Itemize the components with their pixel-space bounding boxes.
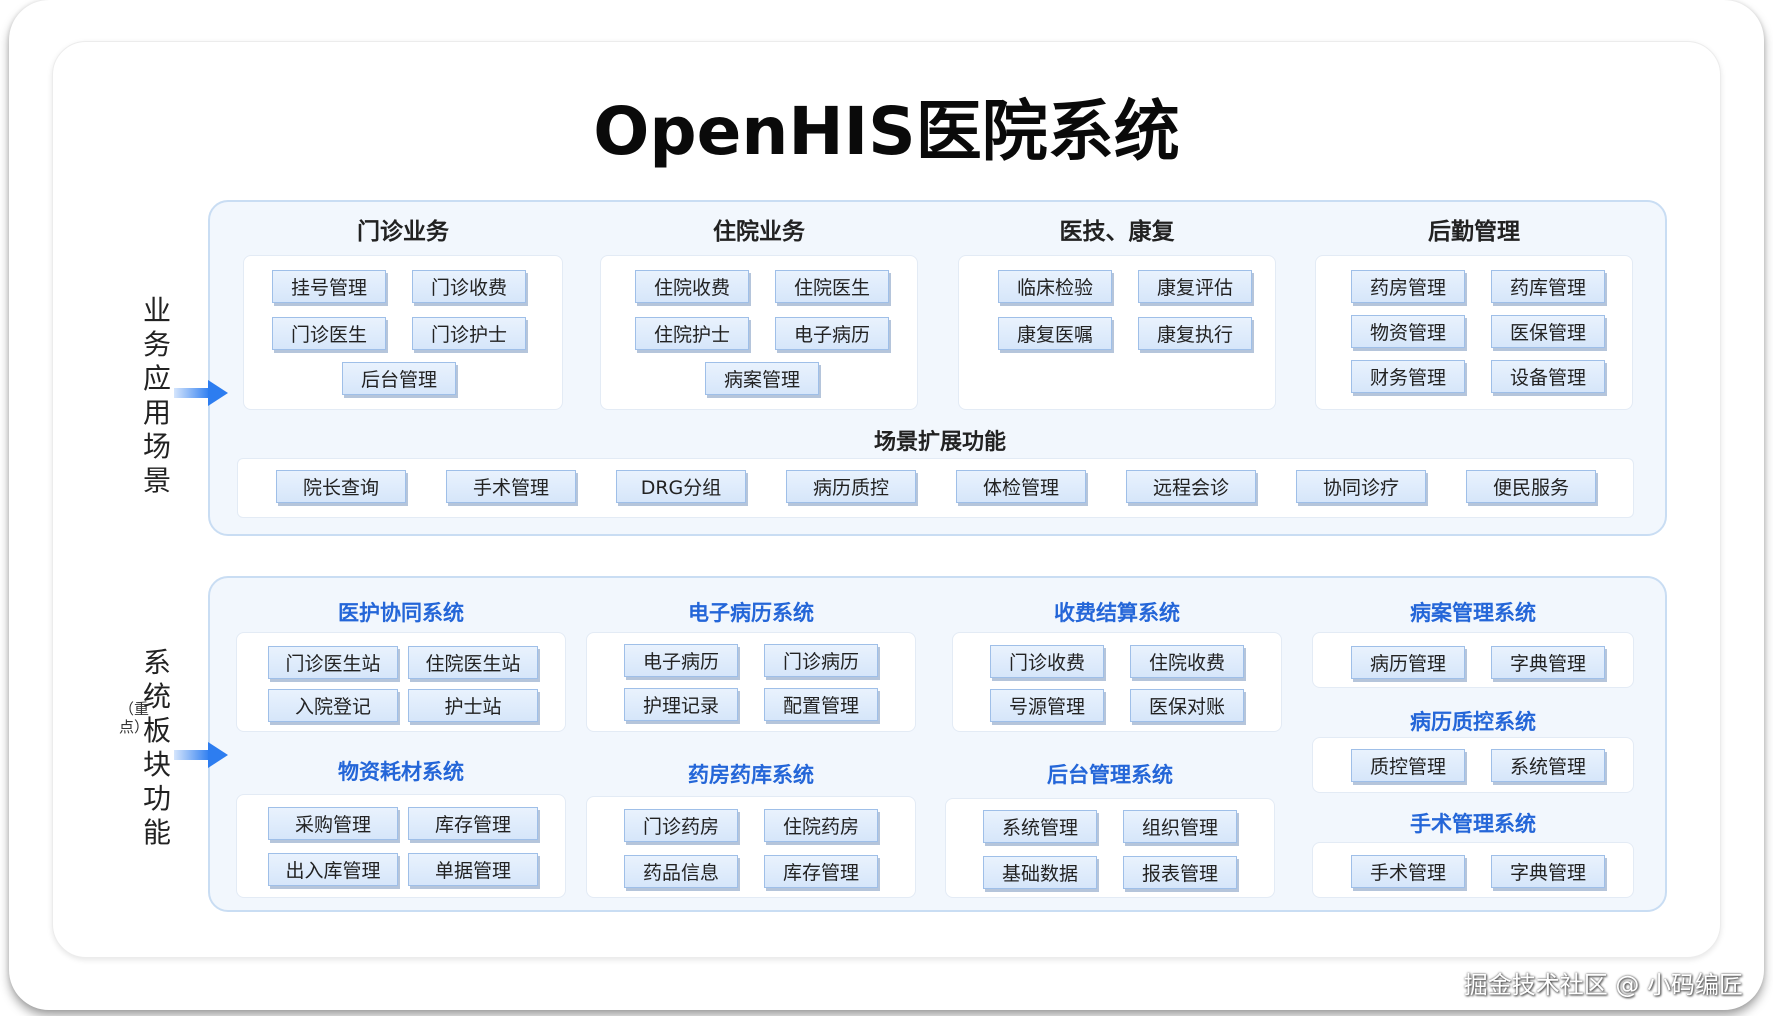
system-title-pharmacy: 药房药库系统 (688, 763, 814, 787)
system-title-backend: 后台管理系统 (1047, 763, 1173, 787)
chip-record-management: 病历管理 (1351, 646, 1465, 679)
chip-qc-management: 质控管理 (1351, 749, 1465, 782)
chip-configuration: 配置管理 (764, 688, 878, 721)
chip-outpatient-charge: 门诊收费 (990, 645, 1104, 678)
chip-rehab-orders: 康复医嘱 (998, 317, 1112, 350)
chip-surgery: 手术管理 (1351, 855, 1465, 888)
chip-outpatient-pharmacy: 门诊药房 (624, 809, 738, 842)
modules-side-note: （重点） (119, 700, 150, 736)
system-title-emr: 电子病历系统 (688, 601, 814, 625)
chip-checkup: 体检管理 (956, 470, 1086, 503)
system-title-collab: 医护协同系统 (338, 601, 464, 625)
system-title-materials: 物资耗材系统 (338, 760, 464, 784)
chip-outpatient-nurse: 门诊护士 (412, 317, 526, 350)
chip-outpatient-doctor-station: 门诊医生站 (268, 646, 398, 679)
business-side-label: 业务应用场景 (142, 294, 171, 497)
chip-inpatient-charge: 住院收费 (1130, 645, 1244, 678)
system-title-billing: 收费结算系统 (1054, 601, 1180, 625)
chip-drug-store: 药库管理 (1491, 270, 1605, 303)
chip-drug-info: 药品信息 (624, 855, 738, 888)
chip-outpatient-billing: 门诊收费 (412, 270, 526, 303)
chip-outpatient-record: 门诊病历 (764, 644, 878, 677)
chip-materials: 物资管理 (1351, 315, 1465, 348)
chip-inpatient-pharmacy: 住院药房 (764, 809, 878, 842)
chip-remote-consult: 远程会诊 (1126, 470, 1256, 503)
chip-inpatient-billing: 住院收费 (635, 270, 749, 303)
chip-procurement: 采购管理 (268, 807, 398, 840)
chip-collab-care: 协同诊疗 (1296, 470, 1426, 503)
chip-pharmacy: 药房管理 (1351, 270, 1465, 303)
chip-inventory: 库存管理 (408, 807, 538, 840)
system-title-case: 病案管理系统 (1410, 601, 1536, 625)
chip-drug-inventory: 库存管理 (764, 855, 878, 888)
chip-reports: 报表管理 (1123, 856, 1237, 889)
chip-record-qc: 病历质控 (786, 470, 916, 503)
chip-inpatient-nurse: 住院护士 (635, 317, 749, 350)
chip-organization: 组织管理 (1123, 810, 1237, 843)
extension-title: 场景扩展功能 (873, 430, 1006, 455)
chip-system-management: 系统管理 (983, 810, 1097, 843)
chip-stock-in-out: 出入库管理 (268, 853, 398, 886)
chip-director-query: 院长查询 (276, 470, 406, 503)
chip-surgery-management: 手术管理 (446, 470, 576, 503)
chip-rehab-execution: 康复执行 (1138, 317, 1252, 350)
system-title-surgery: 手术管理系统 (1410, 812, 1536, 836)
chip-inpatient-doctor: 住院医生 (775, 270, 889, 303)
chip-admission: 入院登记 (268, 689, 398, 722)
chip-insurance: 医保管理 (1491, 315, 1605, 348)
modules-side-label: 系统板块功能 (142, 646, 171, 849)
chip-qc-system: 系统管理 (1491, 749, 1605, 782)
chip-base-data: 基础数据 (983, 856, 1097, 889)
chip-surgery-dictionary: 字典管理 (1491, 855, 1605, 888)
chip-inpatient-doctor-station: 住院医生站 (408, 646, 538, 679)
chip-drg-grouping: DRG分组 (616, 470, 746, 503)
chip-rehab-assessment: 康复评估 (1138, 270, 1252, 303)
chip-nurse-station: 护士站 (408, 689, 538, 722)
chip-insurance-reconcile: 医保对账 (1130, 689, 1244, 722)
system-title-qc: 病历质控系统 (1410, 710, 1536, 734)
group-title-outpatient: 门诊业务 (357, 219, 449, 245)
watermark: 掘金技术社区 @ 小码编匠 (1463, 971, 1743, 999)
chip-dictionary: 字典管理 (1491, 646, 1605, 679)
chip-outpatient-doctor: 门诊医生 (272, 317, 386, 350)
arrow-right-icon (174, 742, 230, 768)
chip-equipment: 设备管理 (1491, 360, 1605, 393)
page-title: OpenHIS医院系统 (593, 93, 1180, 170)
chip-convenience: 便民服务 (1466, 470, 1596, 503)
chip-case-management: 病案管理 (705, 362, 819, 395)
group-title-logistics: 后勤管理 (1428, 219, 1520, 245)
chip-appointment-source: 号源管理 (990, 689, 1104, 722)
chip-emr-record: 电子病历 (624, 644, 738, 677)
arrow-right-icon (174, 380, 230, 406)
chip-documents: 单据管理 (408, 853, 538, 886)
group-title-medtech: 医技、康复 (1059, 219, 1175, 245)
chip-backend-management: 后台管理 (342, 362, 456, 395)
chip-registration: 挂号管理 (272, 270, 386, 303)
chip-nursing-record: 护理记录 (624, 688, 738, 721)
chip-emr: 电子病历 (775, 317, 889, 350)
chip-clinical-lab: 临床检验 (998, 270, 1112, 303)
group-title-inpatient: 住院业务 (713, 219, 805, 245)
chip-finance: 财务管理 (1351, 360, 1465, 393)
